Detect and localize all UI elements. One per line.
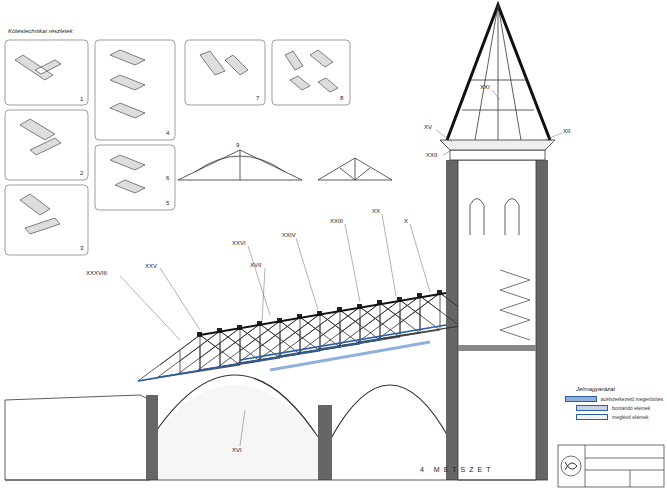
legend-text: meglévő elemek xyxy=(612,414,648,420)
callout-label: XXVI xyxy=(232,240,246,247)
callout-label: Jelmagyarázat xyxy=(576,386,615,393)
legend-text: bontandó elemek xyxy=(612,405,650,411)
callout-label: XVII xyxy=(250,262,261,269)
callout-label: 4 xyxy=(166,130,169,137)
callout-label: XV xyxy=(424,124,432,131)
callout-label: XVI xyxy=(232,447,242,454)
legend-swatch xyxy=(576,414,608,420)
callout-label: 7 xyxy=(256,95,259,102)
legend-row: bontandó elemek xyxy=(576,405,650,411)
callout-label: 5 xyxy=(166,200,169,207)
callout-label: XII xyxy=(563,128,570,135)
callout-label: 8 xyxy=(340,95,343,102)
callout-label: 6 xyxy=(166,175,169,182)
callout-label: 9 xyxy=(236,142,239,149)
callout-label: XXII xyxy=(426,152,437,159)
callout-label: 1 xyxy=(80,96,83,103)
legend-row: meglévő elemek xyxy=(576,414,648,420)
callout-label: XXIII xyxy=(330,218,343,225)
legend-row: acélszerkezetű megerősítés xyxy=(565,396,663,402)
sheet-title: Kötéstechnikai részletek xyxy=(8,28,73,35)
callout-label: X xyxy=(404,218,408,225)
legend-text: acélszerkezetű megerősítés xyxy=(601,396,663,402)
legend-swatch xyxy=(565,396,597,402)
callout-label: 4 METSZET xyxy=(420,466,495,474)
callout-label: XXI xyxy=(480,84,490,91)
callout-label: XX xyxy=(372,208,380,215)
callout-label: 2 xyxy=(80,170,83,177)
callout-label: XXV xyxy=(145,263,157,270)
legend-swatch xyxy=(576,405,608,411)
callout-label: XXXVIII xyxy=(86,270,107,277)
callout-label: XXIV xyxy=(282,232,296,239)
callout-label: 3 xyxy=(80,245,83,252)
